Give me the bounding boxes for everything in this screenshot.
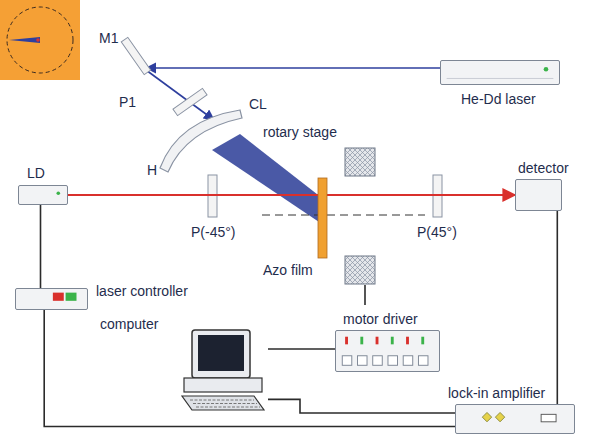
component-label: P1 <box>118 94 137 110</box>
device-detail <box>456 405 574 433</box>
rotation-axis <box>262 215 425 216</box>
pump-beam <box>146 67 440 69</box>
device-detail <box>441 61 559 84</box>
cylindrical-lens <box>160 110 242 172</box>
component-label: H <box>146 162 158 178</box>
device-detail <box>336 331 439 371</box>
laser-diode: LD <box>18 185 68 205</box>
pump-beam <box>146 70 214 120</box>
signal-wire <box>44 310 455 427</box>
detector-box: detector <box>515 179 562 211</box>
device-label: LD <box>25 165 47 181</box>
driver-box: motor driver <box>335 330 440 372</box>
device-label: He-Dd laser <box>459 91 538 107</box>
device-label: laser controller <box>94 283 190 299</box>
device-detail <box>19 186 67 204</box>
focused-beam <box>212 134 322 224</box>
signal-wire <box>40 205 42 288</box>
component-label: rotary stage <box>262 124 338 140</box>
device-label: detector <box>516 160 571 176</box>
stage-wire <box>364 285 366 305</box>
component-label: M1 <box>98 30 119 46</box>
device-label: computer <box>98 316 160 332</box>
device-label: motor driver <box>341 311 420 327</box>
computer-icon: computer <box>178 328 268 412</box>
device-label: lock-in amplifier <box>446 385 547 401</box>
rotary-stage-block <box>345 148 375 176</box>
mirror <box>121 37 150 74</box>
controller-box: laser controller <box>15 288 88 310</box>
device-detail <box>516 180 561 210</box>
component-label: Azo film <box>262 262 314 278</box>
beam-profile-inset <box>0 0 80 80</box>
signal-wire <box>268 399 455 413</box>
component-label: P(45°) <box>416 224 458 240</box>
rotary-stage-block <box>345 256 375 284</box>
component-label: P(-45°) <box>190 224 237 240</box>
signal-wire <box>556 211 558 404</box>
probe-beam <box>68 194 515 196</box>
polarizer <box>173 88 207 115</box>
device-detail <box>178 328 268 412</box>
component-label: CL <box>248 96 268 112</box>
device-detail <box>16 289 87 309</box>
signal-wire <box>268 348 335 350</box>
laser-source: He-Dd laser <box>440 60 560 85</box>
amplifier-box: lock-in amplifier <box>455 404 575 434</box>
